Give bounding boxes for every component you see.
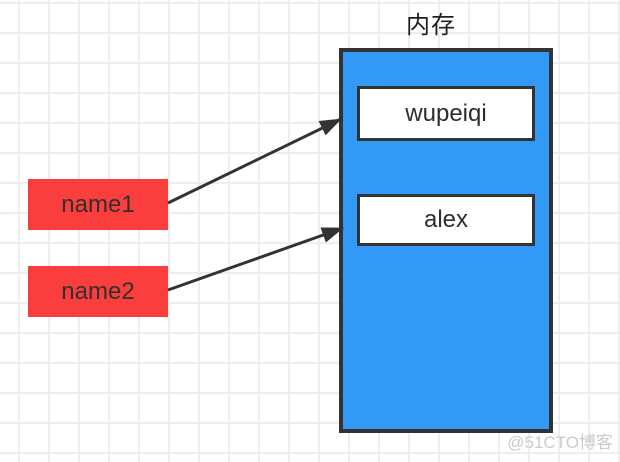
watermark: @51CTO博客 [507, 433, 613, 452]
variable-box-name2: name2 [28, 266, 168, 317]
arrow-name2-to-alex [167, 226, 344, 292]
value-box-alex: alex [357, 194, 535, 246]
memory-title: 内存 [406, 12, 456, 39]
variable-box-name1: name1 [28, 179, 168, 230]
arrow-name1-to-wupeiqi [167, 117, 342, 205]
value-box-wupeiqi: wupeiqi [357, 86, 535, 141]
